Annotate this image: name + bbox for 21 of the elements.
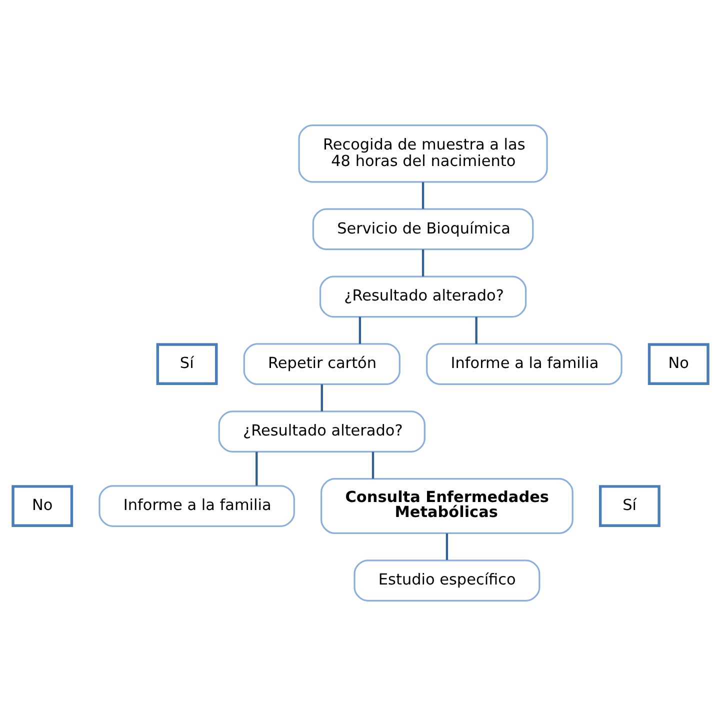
connector	[372, 452, 374, 479]
connector	[320, 384, 323, 412]
node-box: Sí	[598, 485, 660, 527]
node-box: Servicio de Bioquímica	[312, 208, 534, 250]
node-box: No	[648, 343, 710, 386]
node-box: Informe a la familia	[98, 485, 295, 527]
connector	[422, 249, 424, 276]
node-box: Estudio específico	[354, 560, 540, 602]
node-box: Consulta Enfermedades Metabólicas	[320, 478, 574, 534]
connector	[358, 316, 362, 344]
node-box: ¿Resultado alterado?	[319, 276, 527, 318]
node-box: ¿Resultado alterado?	[218, 410, 426, 452]
connector	[422, 182, 424, 209]
node-box: Informe a la familia	[426, 343, 622, 386]
connector	[475, 316, 478, 344]
connector	[446, 533, 448, 560]
node-box: No	[12, 485, 74, 527]
connector	[256, 452, 258, 486]
node-box: Recogida de muestra a las 48 horas del nacimiento	[298, 124, 548, 183]
node-box: Repetir cartón	[243, 343, 400, 386]
node-box: Sí	[156, 343, 218, 386]
